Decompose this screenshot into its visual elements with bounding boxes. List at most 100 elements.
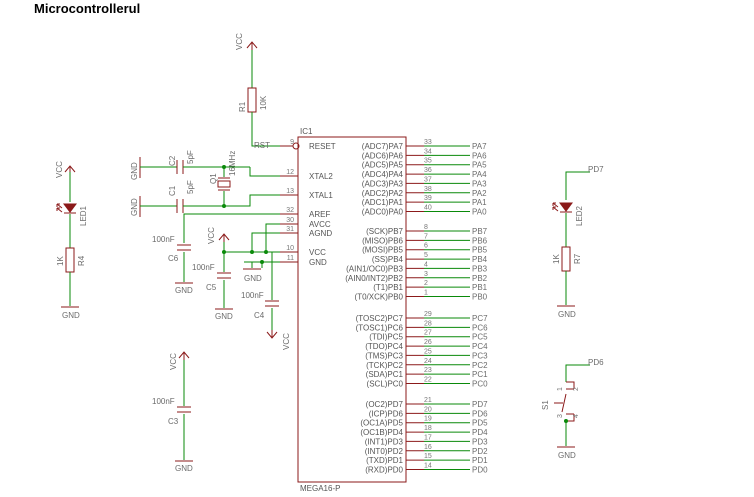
- pin-label: (ICP)PD6: [369, 409, 404, 418]
- r1-ref: R1: [238, 101, 247, 112]
- pin-label: (T1)PB1: [373, 283, 403, 292]
- wire-avcc: [265, 223, 280, 252]
- c1-gnd-label: GND: [130, 198, 139, 216]
- pin-net-label: PD4: [472, 428, 488, 437]
- pin-label: AVCC: [309, 220, 331, 229]
- pin-label: (ADC2)PA2: [362, 189, 404, 198]
- pin-label: (OC1A)PD5: [360, 419, 403, 428]
- pin-number: 27: [424, 330, 432, 337]
- c5-ref: C5: [206, 283, 217, 292]
- pin-net-label: PC5: [472, 333, 488, 342]
- c4-value: 100nF: [241, 291, 264, 300]
- power-circuit: VCC 100nF C5 GND GND 100nF C4 VCC: [192, 223, 291, 350]
- junction-gnd: [260, 260, 264, 264]
- pin-number: 5: [424, 252, 428, 259]
- pin-net-label: PD5: [472, 419, 488, 428]
- pin-label: AGND: [309, 229, 332, 238]
- ic1-part: MEGA16-P: [300, 484, 340, 493]
- vcc-c5-label: VCC: [207, 227, 216, 244]
- pin-net-label: PA5: [472, 161, 487, 170]
- pin-label: (ADC1)PA1: [362, 198, 404, 207]
- c5-value: 100nF: [192, 263, 215, 272]
- pin-label: (TCK)PC2: [366, 361, 403, 370]
- pin-net-label: PC2: [472, 361, 488, 370]
- pin-net-label: PC3: [472, 351, 488, 360]
- page-title: Microcontrollerul: [34, 1, 141, 16]
- resistor-r4: [65, 247, 75, 273]
- s1-pin-3: 3: [557, 414, 564, 418]
- c6-ref: C6: [168, 254, 179, 263]
- vcc-r1-label: VCC: [235, 33, 244, 50]
- led2-diode-icon: [559, 202, 573, 212]
- pin-number: 38: [424, 186, 432, 193]
- ic1-right-pin: (OC1A)PD5 19 PD5: [360, 416, 488, 428]
- led2-ref: LED2: [575, 205, 584, 226]
- ic1: IC1 MEGA16-P RESET9XTAL212XTAL113AREF32A…: [280, 127, 488, 493]
- c6-gnd-label: GND: [175, 286, 193, 295]
- pin-number: 19: [424, 416, 432, 423]
- pin-number: 33: [424, 139, 432, 146]
- pin-net-label: PB2: [472, 274, 488, 283]
- pin-net-label: PA3: [472, 179, 487, 188]
- pin-number: 32: [286, 207, 294, 214]
- pin-net-label: PD6: [472, 409, 488, 418]
- pin-net-label: PC0: [472, 380, 488, 389]
- r1-value: 10K: [259, 95, 268, 110]
- pin-number: 7: [424, 233, 428, 240]
- pin-net-label: PA2: [472, 189, 487, 198]
- pin-label: (SS)PB4: [372, 255, 404, 264]
- pin-number: 17: [424, 434, 432, 441]
- pin-label: (TMS)PC3: [365, 351, 403, 360]
- wire-xtal2: [249, 167, 280, 177]
- c1-value: 5pF: [186, 180, 195, 194]
- reset-circuit: VCC R1 10K RST: [235, 33, 280, 150]
- pin-label: (ADC5)PA5: [362, 161, 404, 170]
- led1-diode-icon: [63, 203, 77, 213]
- vcc-r1-arrow: [246, 41, 258, 49]
- pin-label: (ADC7)PA7: [362, 142, 404, 151]
- pin-net-label: PB0: [472, 293, 488, 302]
- c2-value: 5pF: [186, 150, 195, 164]
- pin-label: (SCK)PB7: [366, 227, 403, 236]
- r7-value: 1K: [552, 254, 561, 264]
- vcc-c4-arrow: [266, 331, 278, 339]
- pin-number: 28: [424, 320, 432, 327]
- s1-pin-1: 1: [557, 387, 564, 391]
- pin-number: 26: [424, 339, 432, 346]
- pin-number: 15: [424, 453, 432, 460]
- pin-net-label: PD0: [472, 466, 488, 475]
- pin-label: (INT0)PD2: [365, 447, 404, 456]
- pin-number: 4: [424, 261, 428, 268]
- pin-number: 40: [424, 205, 432, 212]
- pin-number: 12: [286, 169, 294, 176]
- pin-net-label: PA6: [472, 151, 487, 160]
- pin-label: (MOSI)PB5: [362, 246, 403, 255]
- junction-vcc-c5: [222, 250, 226, 254]
- pin-net-label: PB4: [472, 255, 488, 264]
- pin-net-label: PB7: [472, 227, 488, 236]
- pin-label: GND: [309, 258, 327, 267]
- wire-pd6-s1: [565, 364, 590, 382]
- pin-net-label: PD7: [472, 400, 488, 409]
- q1-ref: Q1: [209, 173, 218, 184]
- pin-label: (ADC6)PA6: [362, 151, 404, 160]
- ic1-right-pin: (ADC2)PA2 38 PA2: [362, 186, 487, 198]
- led2-circuit: PD7 LED2 1K R7 GND: [552, 165, 604, 319]
- pin-label: (OC1B)PD4: [360, 428, 403, 437]
- pin-number: 9: [290, 139, 294, 146]
- aref-circuit: 100nF C6 GND: [152, 213, 280, 295]
- c3-circuit: VCC 100nF C3 GND: [152, 351, 193, 473]
